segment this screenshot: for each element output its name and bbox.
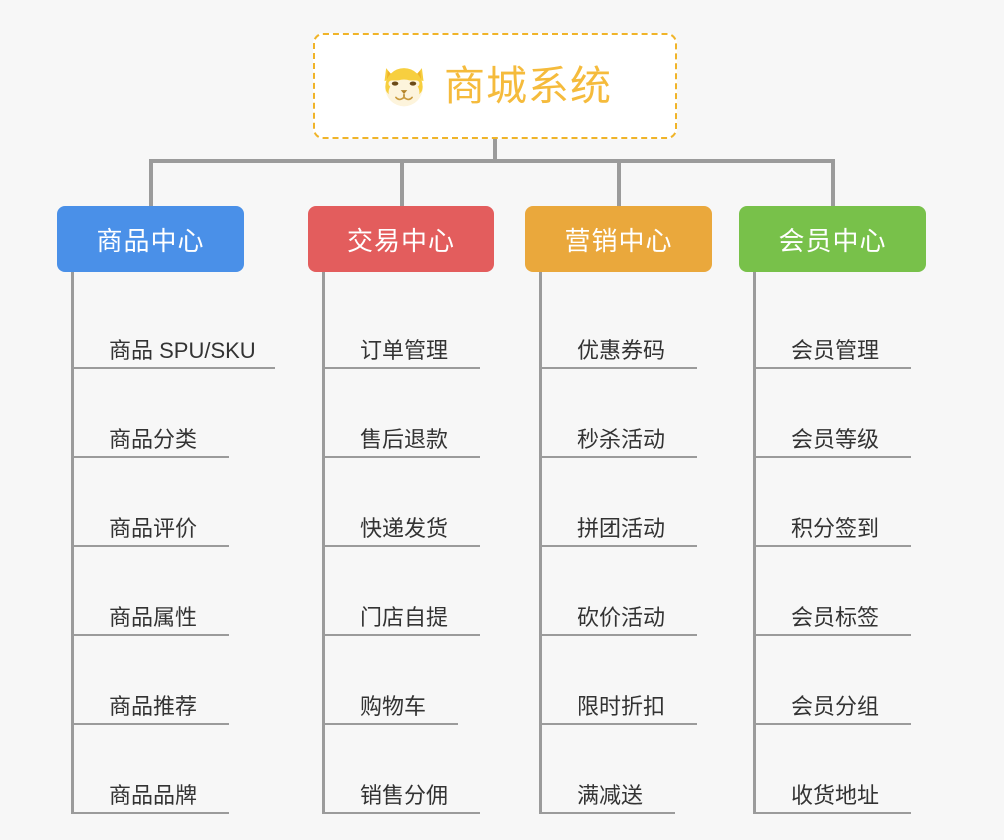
- leaf-label: 商品推荐: [109, 693, 198, 719]
- list-item[interactable]: 会员等级: [756, 369, 926, 458]
- connector-drop-3: [617, 159, 621, 207]
- category-box-2[interactable]: 交易中心: [308, 206, 494, 272]
- category-label-1: 商品中心: [96, 225, 205, 256]
- leaf-label: 会员标签: [791, 604, 880, 630]
- list-item[interactable]: 会员管理: [756, 280, 926, 369]
- leaf-label: 会员等级: [791, 426, 880, 452]
- list-item[interactable]: 购物车: [325, 636, 494, 725]
- list-item[interactable]: 秒杀活动: [542, 369, 712, 458]
- leaf-underline: [542, 812, 675, 814]
- leaf-label: 商品品牌: [109, 782, 198, 808]
- leaf-underline: [325, 634, 480, 636]
- leaf-underline: [756, 367, 911, 369]
- leaf-underline: [325, 812, 480, 814]
- category-children-3: 优惠券码 秒杀活动 拼团活动 砍价活动 限时折扣 满减送: [539, 272, 712, 814]
- category-column-2: 交易中心 订单管理 售后退款 快递发货 门店自提 购物车: [308, 206, 494, 814]
- category-column-1: 商品中心 商品 SPU/SKU 商品分类 商品评价 商品属性 商品推荐: [57, 206, 275, 814]
- connector-drop-2: [400, 159, 404, 207]
- list-item[interactable]: 售后退款: [325, 369, 494, 458]
- leaf-underline: [325, 367, 480, 369]
- leaf-label: 优惠券码: [577, 337, 666, 363]
- leaf-label: 商品 SPU/SKU: [109, 337, 256, 363]
- leaf-underline: [74, 723, 229, 725]
- list-item[interactable]: 商品 SPU/SKU: [74, 280, 275, 369]
- category-label-4: 会员中心: [778, 225, 887, 256]
- leaf-underline: [756, 545, 911, 547]
- leaf-label: 秒杀活动: [577, 426, 666, 452]
- leaf-underline: [542, 634, 697, 636]
- leaf-underline: [542, 545, 697, 547]
- connector-drop-4: [831, 159, 835, 207]
- leaf-label: 会员分组: [791, 693, 880, 719]
- category-label-2: 交易中心: [346, 225, 455, 256]
- leaf-label: 拼团活动: [577, 515, 666, 541]
- category-children-1: 商品 SPU/SKU 商品分类 商品评价 商品属性 商品推荐 商品品牌: [71, 272, 275, 814]
- leaf-label: 销售分佣: [360, 782, 449, 808]
- connector-drop-1: [149, 159, 153, 207]
- leaf-underline: [542, 456, 697, 458]
- leaf-underline: [756, 456, 911, 458]
- leaf-underline: [325, 456, 480, 458]
- category-children-4: 会员管理 会员等级 积分签到 会员标签 会员分组 收货地址: [753, 272, 926, 814]
- connector-horizontal-bus: [149, 159, 835, 163]
- list-item[interactable]: 商品评价: [74, 458, 262, 547]
- leaf-label: 售后退款: [360, 426, 449, 452]
- leaf-label: 收货地址: [791, 782, 880, 808]
- list-item[interactable]: 拼团活动: [542, 458, 712, 547]
- list-item[interactable]: 销售分佣: [325, 725, 494, 814]
- leaf-underline: [325, 723, 458, 725]
- list-item[interactable]: 积分签到: [756, 458, 926, 547]
- leaf-label: 购物车: [360, 693, 427, 719]
- category-children-2: 订单管理 售后退款 快递发货 门店自提 购物车 销售分佣: [322, 272, 494, 814]
- category-box-4[interactable]: 会员中心: [739, 206, 926, 272]
- leaf-underline: [542, 367, 697, 369]
- list-item[interactable]: 满减送: [542, 725, 712, 814]
- leaf-underline: [74, 545, 229, 547]
- root-node[interactable]: 商城系统: [313, 33, 677, 139]
- list-item[interactable]: 优惠券码: [542, 280, 712, 369]
- leaf-label: 限时折扣: [577, 693, 666, 719]
- leaf-underline: [756, 634, 911, 636]
- leaf-label: 商品分类: [109, 426, 198, 452]
- list-item[interactable]: 订单管理: [325, 280, 494, 369]
- leaf-underline: [74, 812, 229, 814]
- list-item[interactable]: 门店自提: [325, 547, 494, 636]
- root-title: 商城系统: [444, 62, 612, 109]
- list-item[interactable]: 商品属性: [74, 547, 262, 636]
- leaf-label: 积分签到: [791, 515, 880, 541]
- list-item[interactable]: 商品分类: [74, 369, 262, 458]
- leaf-label: 商品属性: [109, 604, 198, 630]
- category-box-3[interactable]: 营销中心: [525, 206, 712, 272]
- leaf-underline: [756, 723, 911, 725]
- leaf-label: 满减送: [577, 782, 644, 808]
- list-item[interactable]: 砍价活动: [542, 547, 712, 636]
- leaf-underline: [325, 545, 480, 547]
- leaf-label: 会员管理: [791, 337, 880, 363]
- list-item[interactable]: 快递发货: [325, 458, 494, 547]
- leaf-label: 快递发货: [360, 515, 449, 541]
- category-box-1[interactable]: 商品中心: [57, 206, 244, 272]
- leaf-label: 商品评价: [109, 515, 198, 541]
- category-column-4: 会员中心 会员管理 会员等级 积分签到 会员标签 会员分组: [739, 206, 926, 814]
- leaf-underline: [74, 456, 229, 458]
- list-item[interactable]: 限时折扣: [542, 636, 712, 725]
- list-item[interactable]: 商品推荐: [74, 636, 262, 725]
- leaf-underline: [542, 723, 697, 725]
- list-item[interactable]: 商品品牌: [74, 725, 262, 814]
- leaf-label: 门店自提: [360, 604, 449, 630]
- leaf-underline: [74, 634, 229, 636]
- category-label-3: 营销中心: [564, 225, 673, 256]
- leaf-label: 砍价活动: [577, 604, 666, 630]
- leaf-label: 订单管理: [360, 337, 449, 363]
- list-item[interactable]: 会员分组: [756, 636, 926, 725]
- connector-root-stem: [493, 139, 497, 163]
- leaf-underline: [74, 367, 275, 369]
- category-column-3: 营销中心 优惠券码 秒杀活动 拼团活动 砍价活动 限时折扣: [525, 206, 712, 814]
- leaf-underline: [756, 812, 911, 814]
- dog-face-icon: [384, 68, 424, 107]
- list-item[interactable]: 会员标签: [756, 547, 926, 636]
- list-item[interactable]: 收货地址: [756, 725, 926, 814]
